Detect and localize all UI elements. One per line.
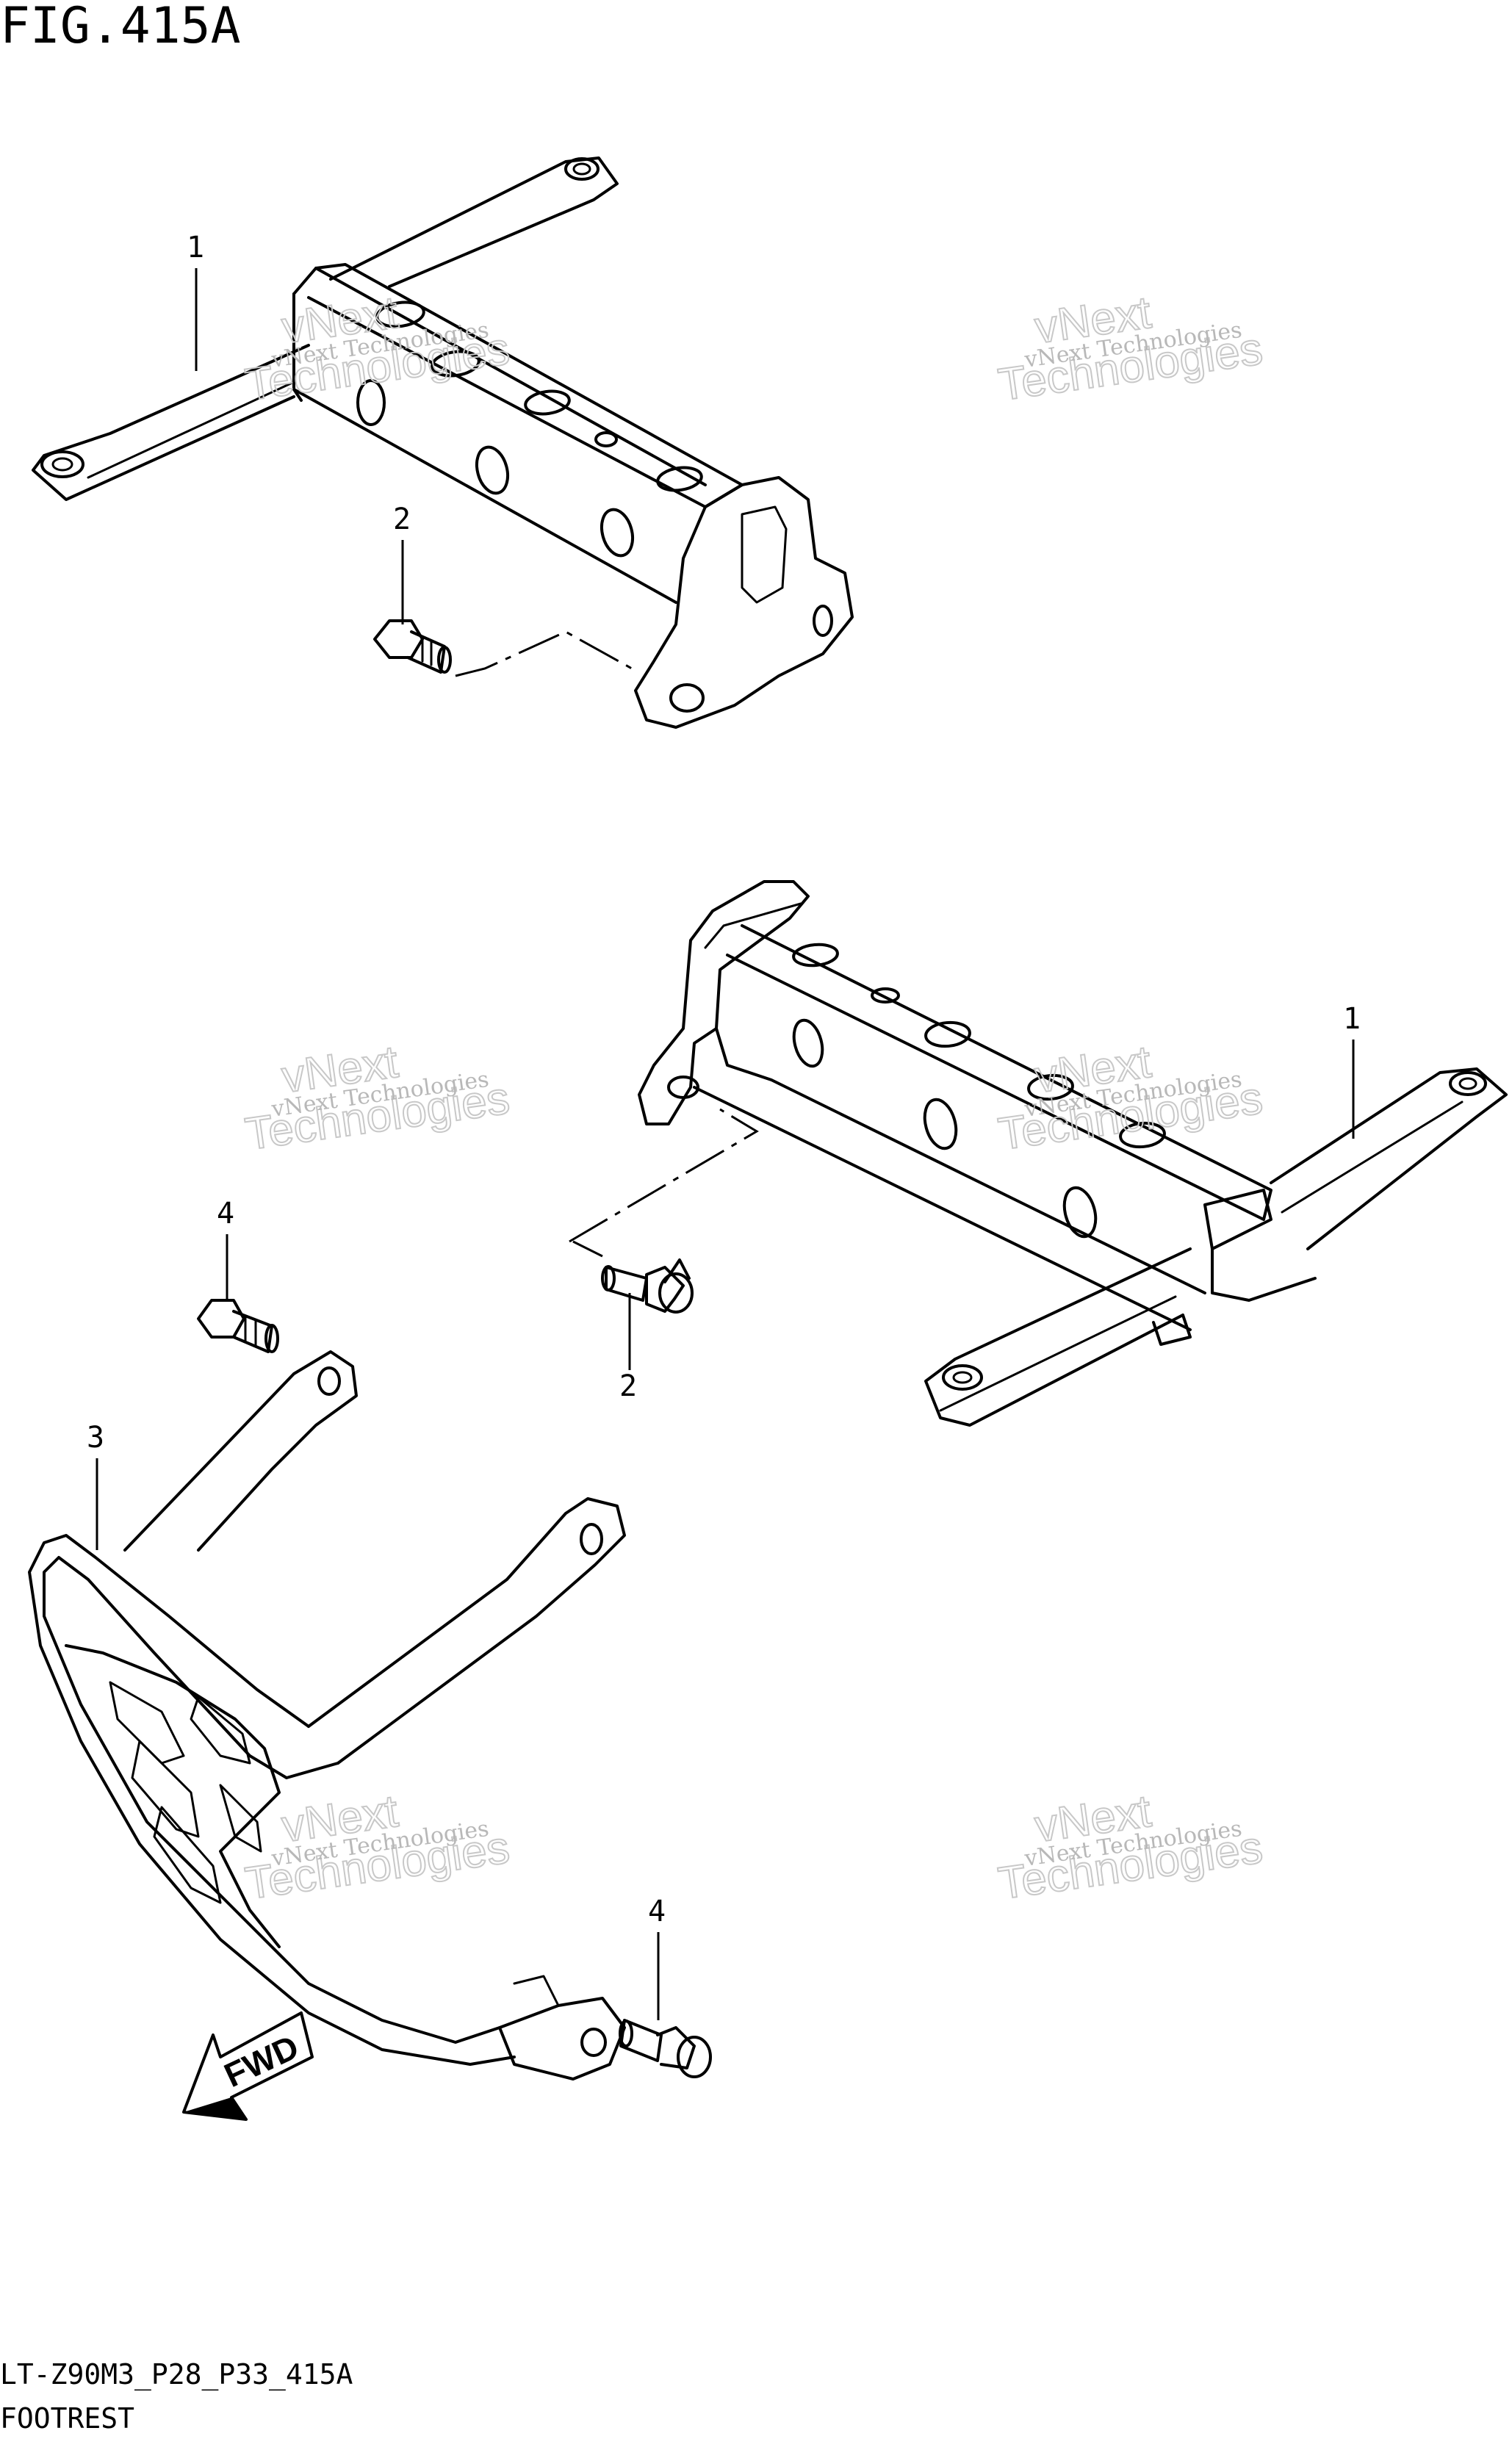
svg-text:3: 3 (87, 1421, 104, 1455)
callout-guard-bolt-top: 4 (217, 1197, 234, 1300)
watermark: vNext Technologies vNext Technologies (995, 1785, 1267, 1910)
fwd-label: FWD (218, 2028, 304, 2094)
svg-text:2: 2 (393, 502, 411, 536)
svg-text:4: 4 (648, 1895, 666, 1928)
watermark: vNext Technologies vNext Technologies (242, 1036, 514, 1161)
callout-guard-bolt-bottom: 4 (648, 1895, 666, 2020)
figure-caption: FOOTREST (0, 2402, 134, 2435)
bolt-alignment-line-lower (569, 1108, 759, 1258)
callout-lower-frame: 1 (1343, 1002, 1361, 1139)
svg-text:1: 1 (1343, 1002, 1361, 1036)
bolt-icon (373, 619, 452, 674)
footrest-frame-lower (638, 880, 1508, 1427)
watermark: vNext Technologies vNext Technologies (242, 1785, 514, 1910)
bolt-icon (619, 2019, 712, 2078)
callout-guard: 3 (87, 1421, 104, 1550)
footrest-frame-upper (32, 156, 854, 729)
bolt-alignment-line-upper (455, 630, 633, 677)
figure-title: FIG.415A (0, 0, 241, 55)
watermark: vNext Technologies vNext Technologies (242, 287, 514, 411)
fwd-arrow-icon: FWD (182, 2011, 314, 2121)
figure-code: LT-Z90M3_P28_P33_415A (0, 2358, 353, 2391)
bolt-icon (601, 1258, 694, 1314)
watermark: vNext Technologies vNext Technologies (995, 287, 1267, 411)
callout-lower-bolt: 2 (619, 1293, 637, 1403)
footrest-guard (28, 1350, 626, 2080)
bolt-icon (197, 1299, 279, 1353)
svg-text:1: 1 (187, 231, 204, 264)
svg-text:2: 2 (619, 1369, 637, 1403)
callout-upper-bolt: 2 (393, 502, 411, 624)
svg-text:4: 4 (217, 1197, 234, 1231)
callout-upper-frame: 1 (187, 231, 204, 371)
